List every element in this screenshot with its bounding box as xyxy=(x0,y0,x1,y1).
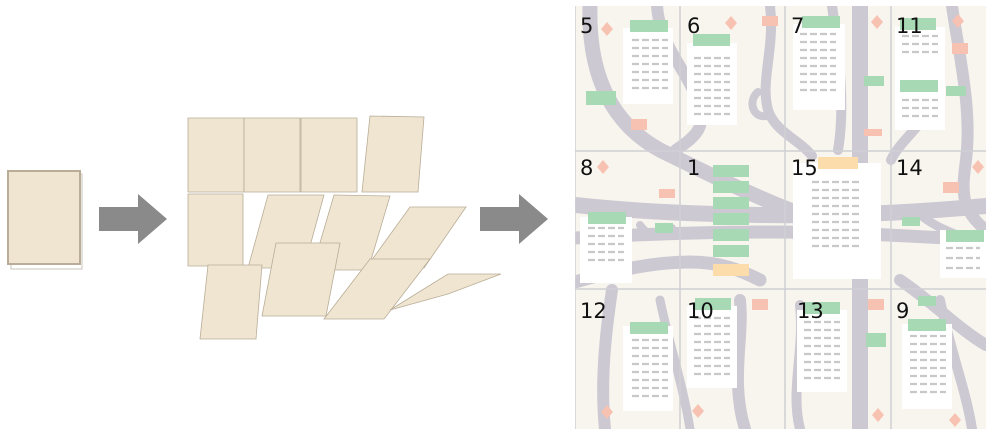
fragment xyxy=(389,273,502,311)
fragment xyxy=(361,115,425,193)
pink-diamond xyxy=(972,160,984,174)
green-note xyxy=(918,296,936,306)
green-note xyxy=(902,217,920,226)
pink-diamond xyxy=(597,160,609,174)
pink-marker xyxy=(752,299,768,310)
pink-diamond xyxy=(725,16,737,30)
grid-lines xyxy=(575,6,986,429)
panel-label-6: 6 xyxy=(687,14,700,38)
green-note xyxy=(946,86,966,96)
pink-marker xyxy=(864,129,882,136)
green-note xyxy=(804,302,840,314)
green-note xyxy=(713,213,749,225)
green-note xyxy=(900,18,936,30)
green-note xyxy=(586,91,616,105)
green-note xyxy=(693,34,730,46)
panel-label-12: 12 xyxy=(580,299,607,323)
panel-label-9: 9 xyxy=(896,299,909,323)
green-note xyxy=(864,76,884,86)
doc-block xyxy=(902,324,952,409)
pink-marker xyxy=(659,189,675,198)
panel-label-15: 15 xyxy=(791,156,818,180)
fragment xyxy=(323,258,431,320)
pink-diamond xyxy=(601,22,613,36)
orange-note xyxy=(818,157,858,169)
panel-labels: 5 6 7 11 8 1 15 14 12 10 13 9 xyxy=(580,14,923,323)
green-note xyxy=(900,80,938,92)
panel-label-11: 11 xyxy=(896,14,923,38)
fragment xyxy=(199,264,263,340)
green-note xyxy=(713,181,749,193)
panel-label-1: 1 xyxy=(687,156,700,180)
pink-diamond xyxy=(601,405,613,419)
fragment xyxy=(243,117,301,193)
doc-block xyxy=(623,326,673,411)
panel-label-8: 8 xyxy=(580,156,593,180)
fragment xyxy=(261,242,341,317)
green-note xyxy=(946,230,984,242)
pink-diamond xyxy=(952,14,964,28)
panel-label-7: 7 xyxy=(791,14,804,38)
green-note xyxy=(713,197,749,209)
fragment xyxy=(187,117,245,193)
green-note xyxy=(695,298,731,310)
panel-label-13: 13 xyxy=(797,299,824,323)
panel-label-5: 5 xyxy=(580,14,593,38)
pink-marker xyxy=(868,299,884,310)
green-notes xyxy=(586,16,984,347)
right-arrow-icon xyxy=(99,194,167,244)
fragment xyxy=(187,193,244,267)
pink-diamond xyxy=(871,15,883,29)
green-note xyxy=(802,16,840,28)
doc-block xyxy=(580,217,632,283)
green-note xyxy=(713,245,749,257)
green-note xyxy=(908,319,946,331)
pink-diamond xyxy=(872,408,884,422)
green-note xyxy=(655,223,673,233)
source-document-page xyxy=(7,170,81,265)
pink-marker xyxy=(943,182,959,193)
pink-diamond xyxy=(949,413,961,427)
green-note xyxy=(588,212,626,224)
pink-marker xyxy=(762,16,778,26)
fragment xyxy=(365,206,467,269)
green-note xyxy=(713,229,749,241)
reassembled-map: 5 6 7 11 8 1 15 14 12 10 13 9 xyxy=(575,6,986,429)
panel-label-10: 10 xyxy=(687,299,714,323)
green-note xyxy=(713,165,749,177)
green-note xyxy=(630,322,668,334)
doc-block xyxy=(895,27,945,130)
pink-diamond xyxy=(692,404,704,418)
pink-marker xyxy=(952,43,968,54)
green-note xyxy=(630,20,668,32)
pink-markers xyxy=(597,14,984,427)
orange-note xyxy=(713,264,749,276)
green-note xyxy=(866,333,886,347)
doc-block xyxy=(687,43,737,125)
source-document xyxy=(7,170,83,270)
pink-marker xyxy=(631,119,647,130)
right-arrow-icon xyxy=(480,194,548,244)
orange-notes xyxy=(713,157,858,276)
panel-label-14: 14 xyxy=(896,156,923,180)
doc-text-lines xyxy=(588,32,980,398)
document-fragments xyxy=(187,115,502,340)
fragment xyxy=(300,117,358,193)
